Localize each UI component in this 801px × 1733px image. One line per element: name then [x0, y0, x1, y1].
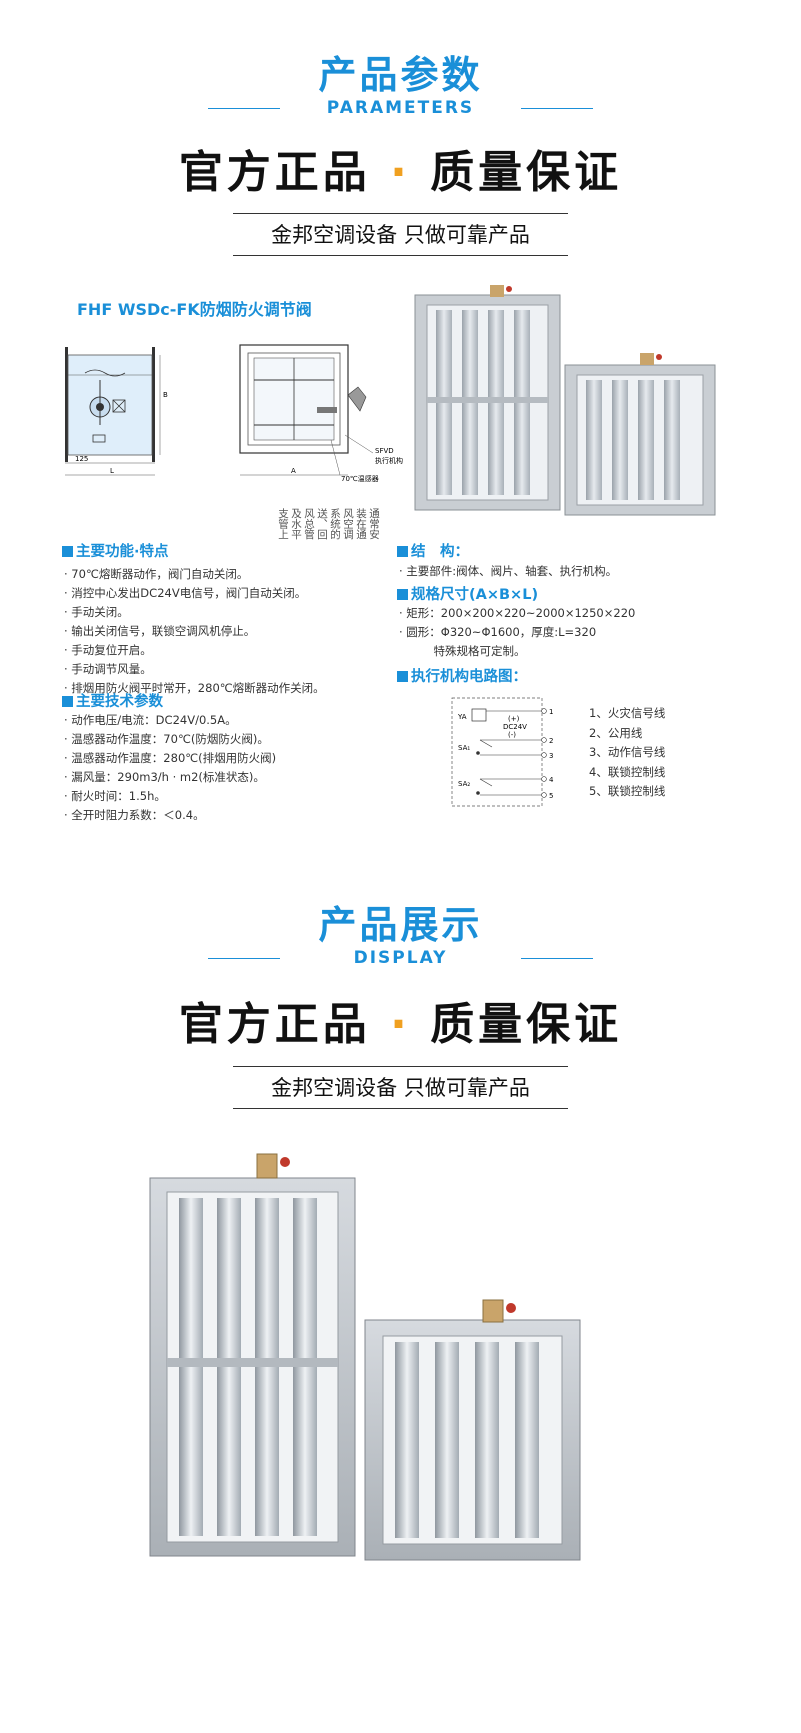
damper-large [149, 1153, 356, 1557]
terminal-label: 3 [549, 752, 553, 760]
list-item: · 温感器动作温度：70℃(防烟防火阀)。 [64, 732, 269, 746]
size-heading: 规格尺寸(A×B×L) [397, 583, 538, 604]
flange-left [65, 347, 68, 462]
slogan: 官方正品 · 质量保证 [0, 136, 801, 200]
features-list: · 70℃熔断器动作，阀门自动关闭。 · 消控中心发出DC24V电信号，阀门自动… [64, 565, 325, 698]
heading-square-icon [397, 671, 408, 682]
flange-right [152, 347, 155, 462]
list-item: · 主要部件:阀体、阀片、轴套、执行机构。 [399, 564, 618, 578]
installation-note: 通常安装在通风空调系统的送、回风总管及水平支管上 [277, 508, 380, 540]
heading-square-icon [397, 589, 408, 600]
legend-item: 3、动作信号线 [589, 745, 666, 759]
list-item: · 消控中心发出DC24V电信号，阀门自动关闭。 [64, 586, 307, 600]
section-title-display: 产品展示 [318, 903, 483, 947]
slogan-right: 质量保证 [430, 147, 623, 198]
structure-heading-text: 结 构： [411, 544, 469, 560]
tagline: 金邦空调设备 只做可靠产品 [233, 1066, 568, 1109]
list-item: · 耐火时间：1.5h。 [64, 789, 166, 803]
damper-small [564, 353, 716, 516]
list-item: · 圆形：Φ320~Φ1600，厚度:L=320 [399, 625, 597, 639]
heading-square-icon [397, 546, 408, 557]
slogan-left: 官方正品 [178, 999, 371, 1050]
technical-drawing: B 125 L A SFVD 执行机构 70℃温感器 [65, 344, 403, 483]
list-item: · 漏风量：290m3/h · m2(标准状态)。 [64, 770, 265, 784]
dim-125-label: 125 [75, 455, 88, 463]
ya-label: YA [457, 713, 467, 721]
section-subtitle-parameters: PARAMETERS [326, 98, 475, 118]
tech-heading-text: 主要技术参数 [76, 694, 163, 710]
features-heading-text: 主要功能·特点 [76, 544, 169, 560]
damper-small [364, 1299, 581, 1561]
features-heading: 主要功能·特点 [62, 540, 169, 561]
actuator-label: 执行机构 [375, 456, 403, 465]
list-item: · 矩形：200×200×220~2000×1250×220 [399, 606, 636, 620]
structure-list: · 主要部件:阀体、阀片、轴套、执行机构。 [399, 562, 617, 581]
tagline: 金邦空调设备 只做可靠产品 [233, 213, 568, 256]
tech-list: · 动作电压/电流：DC24V/0.5A。 · 温感器动作温度：70℃(防烟防火… [64, 711, 276, 825]
circuit-diagram: YA (+) DC24V (-) SA₁ SA₂ 1 2 3 4 5 [451, 697, 554, 807]
legend-item: 5、联锁控制线 [589, 784, 666, 798]
structure-heading: 结 构： [397, 540, 469, 561]
section-title-parameters: 产品参数 [318, 53, 483, 97]
legend-item: 4、联锁控制线 [589, 764, 666, 779]
list-item: · 70℃熔断器动作，阀门自动关闭。 [64, 567, 249, 581]
size-heading-text: 规格尺寸(A×B×L) [411, 587, 539, 603]
slogan: 官方正品 · 质量保证 [0, 988, 801, 1052]
valve-body-front [239, 344, 349, 454]
circuit-heading: 执行机构电路图： [397, 665, 527, 686]
damper-large [414, 285, 561, 511]
list-item: · 手动调节风量。 [64, 662, 152, 676]
list-item: 特殊规格可定制。 [399, 644, 526, 658]
slogan-left: 官方正品 [178, 147, 371, 198]
slogan-right: 质量保证 [430, 999, 623, 1050]
plus-label: (+) [508, 715, 520, 723]
terminal-label: 5 [549, 792, 553, 800]
list-item: · 手动复位开启。 [64, 643, 152, 657]
heading-square-icon [62, 696, 73, 707]
list-item: · 输出关闭信号，联锁空调风机停止。 [64, 624, 256, 638]
terminal-label: 1 [549, 708, 553, 716]
product-photo-display [149, 1153, 581, 1561]
terminal-label: 4 [549, 776, 554, 784]
tech-heading: 主要技术参数 [62, 690, 163, 711]
dc24v-label: DC24V [503, 723, 527, 731]
list-item: · 全开时阻力系数：＜0.4。 [64, 808, 205, 822]
terminal-label: 2 [549, 737, 553, 745]
minus-label: (-) [508, 731, 516, 739]
circuit-heading-text: 执行机构电路图： [411, 669, 527, 685]
section-subtitle-display: DISPLAY [353, 948, 448, 968]
sa2-label: SA₂ [458, 780, 470, 788]
sa1-label: SA₁ [458, 744, 470, 752]
divider-line [208, 108, 280, 109]
dim-l-label: L [110, 467, 114, 475]
circuit-legend: 1、火灾信号线 2、公用线 3、动作信号线 4、联锁控制线 5、联锁控制线 [589, 704, 665, 802]
sfvd-label: SFVD [375, 447, 394, 455]
list-item: · 手动关闭。 [64, 605, 129, 619]
list-item: · 温感器动作温度：280℃(排烟用防火阀) [64, 751, 277, 765]
divider-line [208, 958, 280, 959]
size-list: · 矩形：200×200×220~2000×1250×220 · 圆形：Φ320… [399, 604, 635, 661]
slogan-dot: · [390, 147, 411, 198]
dim-b-label: B [163, 391, 168, 399]
list-item: · 动作电压/电流：DC24V/0.5A。 [64, 713, 237, 727]
list-item: · 排烟用防火阀平时常开，280℃熔断器动作关闭。 [64, 681, 325, 695]
sensor-label: 70℃温感器 [341, 474, 379, 483]
product-name: FHF WSDc-FK防烟防火调节阀 [77, 300, 312, 319]
divider-line [521, 108, 593, 109]
dim-a-label: A [291, 467, 296, 475]
legend-item: 2、公用线 [589, 725, 643, 740]
legend-item: 1、火灾信号线 [589, 706, 666, 720]
slogan-dot: · [390, 999, 411, 1050]
product-photo-dampers [414, 285, 716, 516]
heading-square-icon [62, 546, 73, 557]
divider-line [521, 958, 593, 959]
